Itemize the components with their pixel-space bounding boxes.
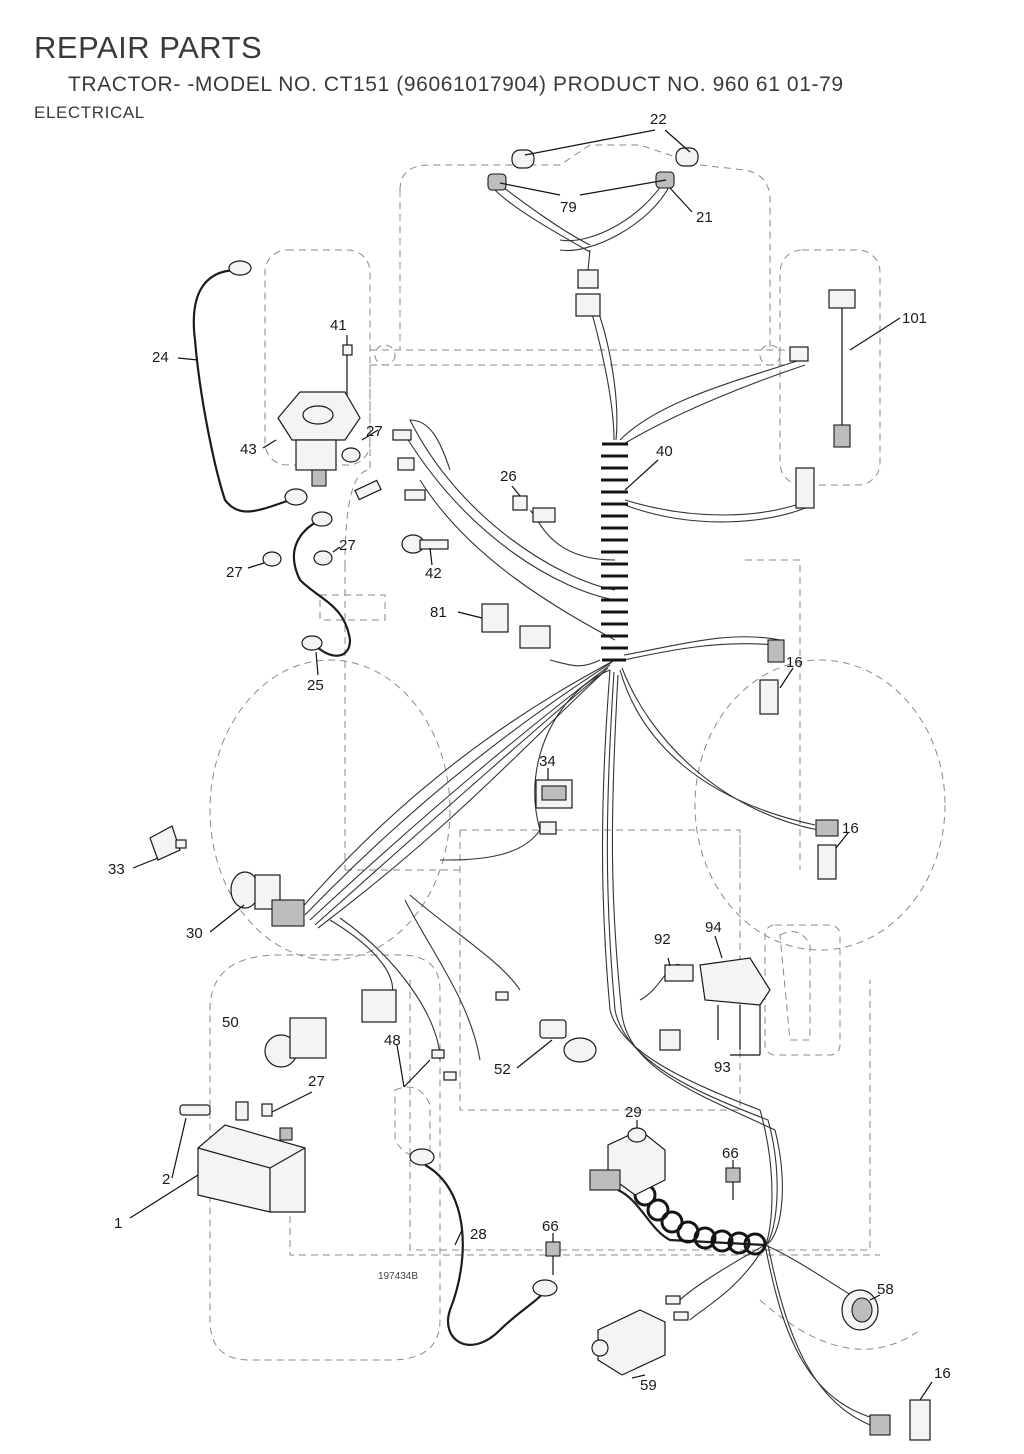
callout-50: 50: [222, 1014, 239, 1031]
callout-81: 81: [430, 604, 447, 621]
callout-92: 92: [654, 931, 671, 948]
boot-terminals: [354, 457, 426, 501]
headlight-bulb-22-right: [675, 147, 699, 167]
callout-66-a: 66: [542, 1218, 559, 1235]
fuse-26: [512, 495, 556, 523]
callout-79: 79: [560, 199, 577, 216]
callout-66-b: 66: [722, 1145, 739, 1162]
callout-16-a: 16: [786, 654, 803, 671]
callout-94: 94: [705, 919, 722, 936]
connector-92: [659, 964, 694, 1051]
page-title: REPAIR PARTS: [34, 30, 263, 65]
module-59: [591, 1309, 666, 1376]
callout-58: 58: [877, 1281, 894, 1298]
screw-66-a: [545, 1241, 561, 1275]
callout-59: 59: [640, 1377, 657, 1394]
six-pin-connector: [361, 989, 397, 1023]
screws-93: [717, 1005, 761, 1055]
battery-bolt-2: [179, 1101, 273, 1121]
callout-22: 22: [650, 111, 667, 128]
bulb-socket-79-left: [487, 173, 507, 191]
callout-52: 52: [494, 1061, 511, 1078]
callout-16-b: 16: [842, 820, 859, 837]
callout-27-b: 27: [226, 564, 243, 581]
callout-27-a: 27: [366, 423, 383, 440]
callouts: 22 79 21 101 41 24 27 43 40 26 27 27 42 …: [108, 111, 951, 1394]
callout-34: 34: [539, 753, 556, 770]
seat-switch-16-b: [815, 819, 839, 880]
leader-lines: [129, 129, 933, 1401]
rocker-switch-34: [535, 779, 573, 835]
battery-cable-28: [409, 1148, 558, 1297]
switch-16-c: [869, 1399, 931, 1441]
callout-27-d: 27: [308, 1073, 325, 1090]
nut-27-a: [341, 447, 361, 463]
module-94: [699, 957, 771, 1006]
callout-42: 42: [425, 565, 442, 582]
fuse-holder-52: [539, 1019, 597, 1063]
lead-terminals: [665, 1295, 689, 1321]
callout-101: 101: [902, 310, 927, 327]
callout-33: 33: [108, 861, 125, 878]
callout-27-c: 27: [339, 537, 356, 554]
wiring-harness: [299, 179, 881, 1429]
callout-48: 48: [384, 1032, 401, 1049]
tractor-ghost-outline: [209, 144, 946, 1361]
screw-66-b: [725, 1167, 741, 1200]
callout-21: 21: [696, 209, 713, 226]
figure-number: 197434B: [378, 1271, 418, 1282]
callout-16-c: 16: [934, 1365, 951, 1382]
callout-29: 29: [625, 1104, 642, 1121]
pto-switch-29: [589, 1127, 666, 1196]
callout-93: 93: [714, 1059, 731, 1076]
callout-43: 43: [240, 441, 257, 458]
battery-1: [197, 1124, 306, 1213]
headlight-bulb-22-left: [511, 149, 535, 169]
callout-41: 41: [330, 317, 347, 334]
battery-cable-24: [228, 260, 308, 506]
callout-24: 24: [152, 349, 169, 366]
seat-switch-16-a: [759, 639, 785, 715]
battery-cables: [192, 268, 766, 1346]
section-label: ELECTRICAL: [34, 103, 145, 122]
model-subtitle: TRACTOR- -MODEL NO. CT151 (96061017904) …: [68, 73, 844, 96]
harness-adapter-101: [828, 289, 856, 448]
wire-leads-48: [431, 991, 509, 1081]
switch-58: [841, 1289, 879, 1331]
terminal-27-d: [392, 429, 412, 441]
harness-connector-top: [575, 269, 601, 317]
parts: [149, 147, 931, 1441]
callout-25: 25: [307, 677, 324, 694]
callout-1: 1: [114, 1215, 122, 1232]
callout-2: 2: [162, 1171, 170, 1188]
callout-28: 28: [470, 1226, 487, 1243]
light-switch-50: [264, 1017, 327, 1068]
callout-30: 30: [186, 925, 203, 942]
clip-42: [401, 534, 449, 554]
ignition-key-33: [149, 825, 187, 861]
nut-27-b: [262, 551, 282, 567]
ignition-switch-30: [230, 871, 305, 927]
ground-cable-25: [301, 511, 333, 651]
connector-right-upper: [789, 346, 815, 509]
callout-26: 26: [500, 468, 517, 485]
callout-40: 40: [656, 443, 673, 460]
relay-81: [481, 603, 551, 649]
nut-27-c: [313, 550, 333, 566]
starter-solenoid-43: [277, 391, 361, 487]
